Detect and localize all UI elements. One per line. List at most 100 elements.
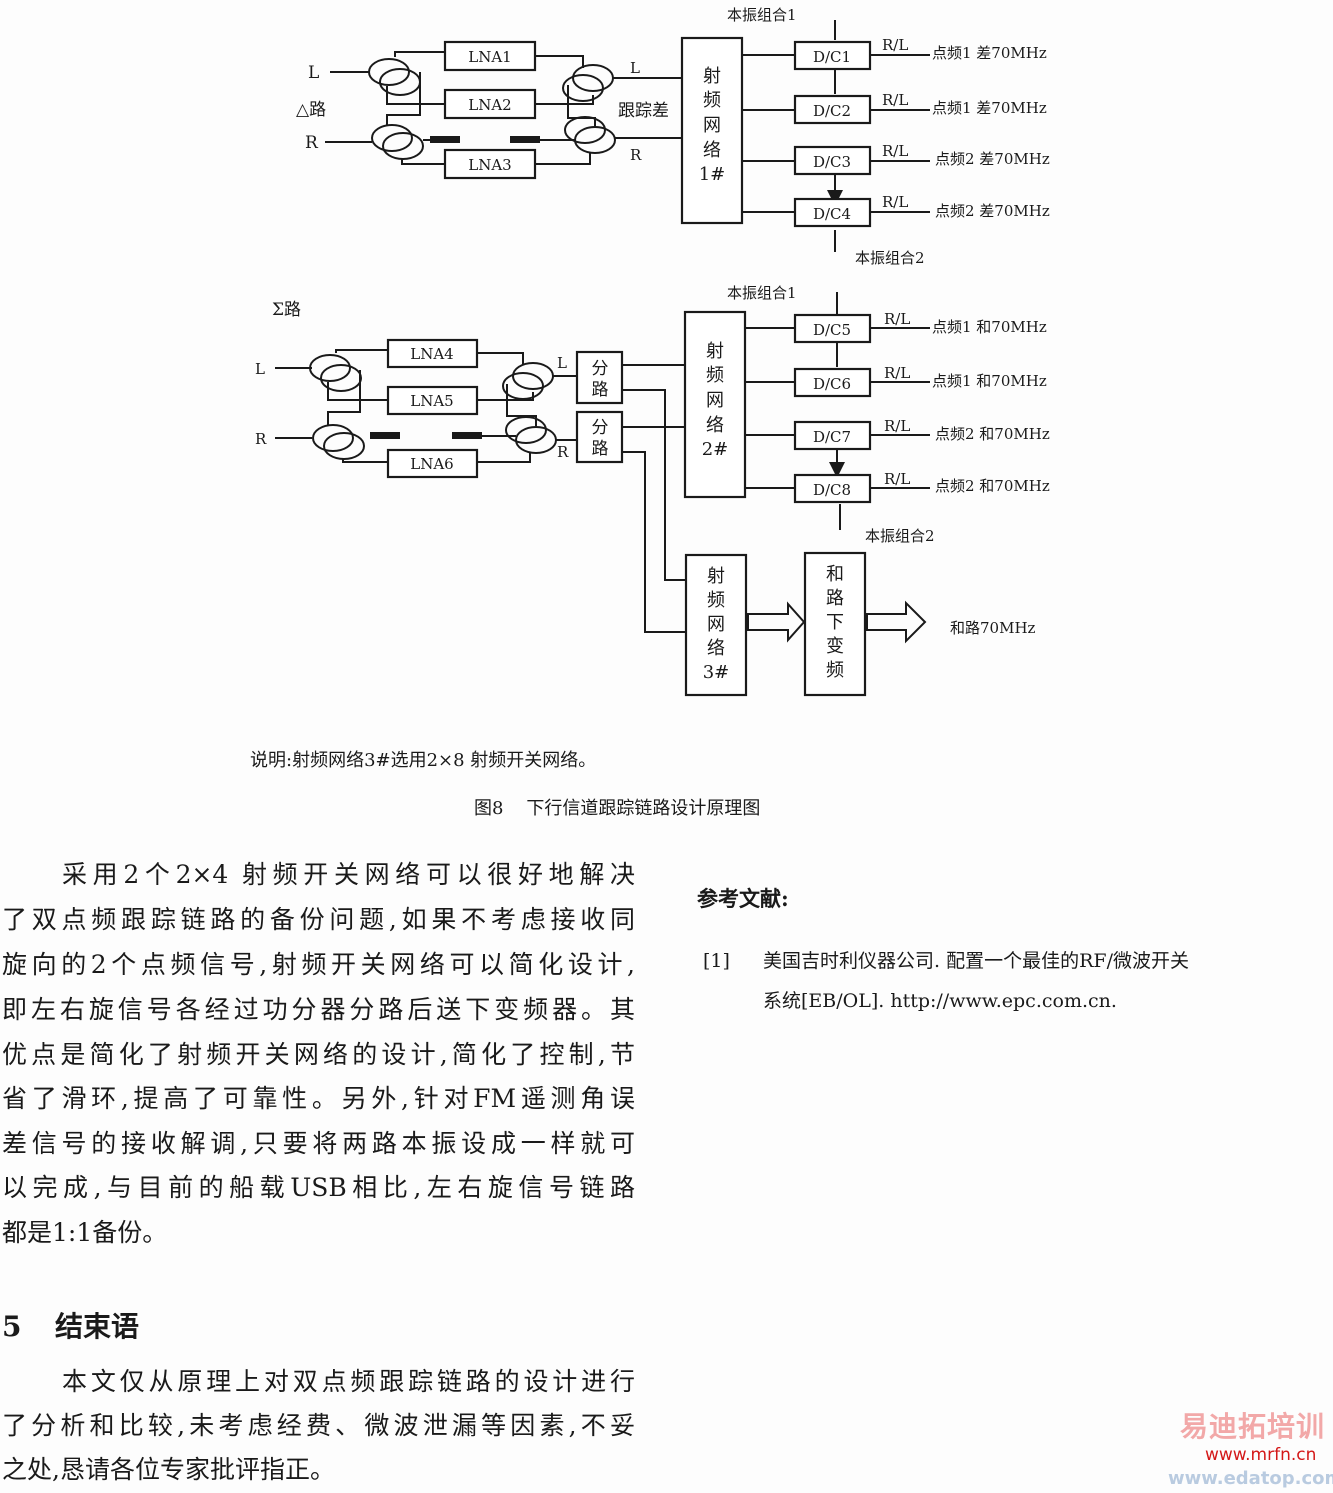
watermark-url: www.edatop.com xyxy=(1168,1468,1333,1489)
circulator xyxy=(371,124,424,160)
splitter-label: 分 xyxy=(592,418,609,438)
lna3-label: LNA3 xyxy=(468,156,511,174)
load xyxy=(430,136,460,143)
para-line: 省了滑环,提高了可靠性。另外,针对FM遥测角误 xyxy=(2,1084,635,1113)
rf-network-3-label: 3# xyxy=(703,662,730,683)
circulator xyxy=(368,58,421,96)
rl-label: R/L xyxy=(882,142,908,160)
circulator xyxy=(312,424,365,460)
rf-network-3-label: 射 xyxy=(707,566,725,587)
dc2-box xyxy=(793,94,872,125)
splitter-label: 路 xyxy=(592,380,609,400)
lna1-box xyxy=(443,40,537,72)
circulator xyxy=(562,64,614,102)
para-line: 即左右旋信号各经过功分器分路后送下变频器。其 xyxy=(2,995,635,1024)
circulator xyxy=(564,116,616,154)
rf-network-1-label: 网 xyxy=(703,115,721,136)
rf-network-3-label: 络 xyxy=(707,638,725,659)
rf-network-2-label: 网 xyxy=(706,390,724,411)
sum-downconverter-box xyxy=(803,551,867,697)
watermark-logo: 易迪拓培训 xyxy=(1180,1410,1326,1443)
watermark-url: www.mrfn.cn xyxy=(1205,1445,1317,1465)
dc3-label: D/C3 xyxy=(813,153,851,171)
out-r-label: R xyxy=(630,146,642,164)
reference-index: [1] xyxy=(703,950,730,972)
splitter-label: 路 xyxy=(592,439,609,459)
circulator xyxy=(502,362,554,400)
figure-8-diagram: L △路 R LNA1 LNA2 LNA3 L 跟踪差 R 射 频 网 络 1#… xyxy=(255,6,1050,697)
lna4-box xyxy=(386,338,479,369)
section-number: 5 xyxy=(2,1310,22,1343)
output-label: 点频2 差70MHz xyxy=(935,150,1050,168)
rl-label: R/L xyxy=(882,36,908,54)
dc8-box xyxy=(793,473,872,504)
output-label: 点频2 和70MHz xyxy=(935,477,1050,495)
delta-path-section: L △路 R LNA1 LNA2 LNA3 L 跟踪差 R 射 频 网 络 1#… xyxy=(296,6,1050,267)
lna1-label: LNA1 xyxy=(468,48,511,66)
sum-output-label: 和路70MHz xyxy=(950,619,1036,637)
reference-line: 系统[EB/OL]. http://www.epc.com.cn. xyxy=(763,990,1117,1012)
lna5-box xyxy=(386,385,479,416)
dc5-box xyxy=(793,313,872,344)
sigma-path-section: Σ路 L R LNA4 LNA5 LNA6 L R 分 路 分 路 射 频 xyxy=(255,284,1050,697)
sum-dc-label: 变 xyxy=(826,636,844,657)
load xyxy=(510,136,540,143)
rf-network-1-label: 频 xyxy=(703,90,721,111)
input-l-label: L xyxy=(308,63,319,83)
para-line: 旋向的2个点频信号,射频开关网络可以简化设计, xyxy=(2,950,635,979)
input-r-label: R xyxy=(305,133,319,153)
dc4-label: D/C4 xyxy=(813,205,851,223)
references-heading: 参考文献: xyxy=(697,886,789,911)
output-label: 点频1 和70MHz xyxy=(932,318,1047,336)
rf-network-1-label: 射 xyxy=(703,66,721,87)
lo-combo-1-label: 本振组合1 xyxy=(727,284,797,302)
dc8-label: D/C8 xyxy=(813,481,851,499)
dc3-box xyxy=(793,145,872,176)
hollow-arrow xyxy=(866,600,927,644)
rl-label: R/L xyxy=(882,91,908,109)
rl-label: R/L xyxy=(884,364,910,382)
rf-network-1-label: 络 xyxy=(703,140,721,161)
rf-network-3-label: 频 xyxy=(707,590,725,611)
lo-combo-1-label: 本振组合1 xyxy=(727,6,797,24)
output-label: 点频1 差70MHz xyxy=(932,99,1047,117)
para-line: 本文仅从原理上对双点频跟踪链路的设计进行 xyxy=(62,1367,635,1396)
converter-rows: D/C1 D/C2 D/C3 D/C4 R/L R/L R/L R/L 点频1 … xyxy=(742,36,1050,228)
rf-network-2-label: 射 xyxy=(706,341,724,362)
splitter-box-r xyxy=(575,410,624,464)
rf-network-1-box xyxy=(680,36,744,225)
para-line: 以完成,与目前的船载USB相比,左右旋信号链路 xyxy=(2,1173,635,1202)
para-line: 了分析和比较,未考虑经费、微波泄漏等因素,不妥 xyxy=(2,1411,635,1440)
splitter-label: 分 xyxy=(592,359,609,379)
load xyxy=(370,432,400,439)
dc1-box xyxy=(793,40,872,71)
rf-network-2-label: 2# xyxy=(702,439,729,460)
lna6-box xyxy=(386,448,479,479)
para-line: 之处,恳请各位专家批评指正。 xyxy=(2,1455,335,1484)
sum-dc-label: 路 xyxy=(826,588,844,609)
section-label: △路 xyxy=(296,100,326,120)
lna4-label: LNA4 xyxy=(410,345,453,363)
rf-network-2-label: 络 xyxy=(706,415,724,436)
lna6-label: LNA6 xyxy=(410,455,453,473)
circulator xyxy=(309,354,362,392)
rf-network-3-label: 网 xyxy=(707,614,725,635)
load xyxy=(452,432,482,439)
hollow-arrow xyxy=(747,601,806,643)
rf-network-2-label: 频 xyxy=(706,365,724,386)
sum-dc-label: 下 xyxy=(826,612,844,633)
rl-label: R/L xyxy=(884,310,910,328)
sum-dc-label: 频 xyxy=(826,660,844,681)
out-l-label: L xyxy=(557,354,567,372)
section-label: Σ路 xyxy=(272,300,301,320)
figure-caption: 图8 下行信道跟踪链路设计原理图 xyxy=(474,798,761,819)
lna3-box xyxy=(443,148,537,180)
para-line: 差信号的接收解调,只要将两路本振设成一样就可 xyxy=(2,1129,635,1158)
dc2-label: D/C2 xyxy=(813,102,851,120)
dc5-label: D/C5 xyxy=(813,321,851,339)
dc6-label: D/C6 xyxy=(813,375,851,393)
para-line: 都是1:1备份。 xyxy=(2,1218,168,1247)
sum-dc-label: 和 xyxy=(826,564,844,585)
dc7-box xyxy=(793,420,872,451)
